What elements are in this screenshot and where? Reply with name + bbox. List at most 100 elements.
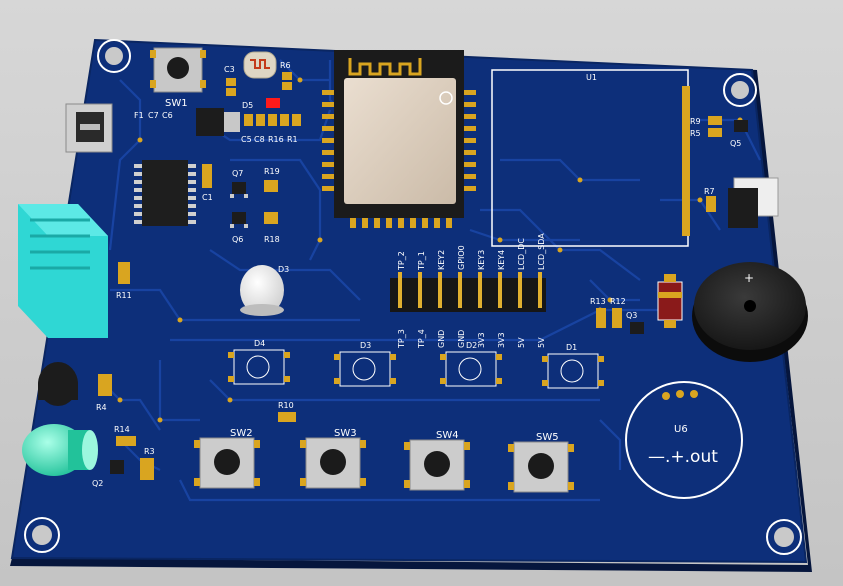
switch-sw5 (508, 441, 574, 493)
mounting-hole-bl (24, 517, 60, 553)
label-c8: C8 (254, 135, 265, 144)
label-sw5: SW5 (536, 432, 559, 443)
header-top-5: KEY3 (477, 250, 486, 270)
header-bottom-3: GND (437, 330, 446, 348)
buzzer (692, 262, 808, 362)
resistor-r3 (140, 458, 154, 480)
label-r16: R16 (268, 135, 284, 144)
switch-sw1 (150, 47, 206, 93)
label-r9: R9 (690, 117, 701, 126)
label-r14: R14 (114, 425, 130, 434)
header-top-1: TP_2 (397, 251, 406, 271)
label-q7: Q7 (232, 169, 243, 178)
resistor-r7 (706, 196, 716, 212)
header-top-2: TP_1 (417, 251, 426, 271)
resistors-r9-r5 (708, 116, 722, 137)
resistor-r10 (278, 412, 296, 422)
label-r18: R18 (264, 235, 280, 244)
mounting-hole-br (766, 519, 802, 555)
header-labels-top: TP_2 TP_1 KEY2 GPIO0 KEY3 KEY4 LCD_DC LC… (397, 233, 546, 271)
header-top-6: KEY4 (497, 250, 506, 270)
label-r10: R10 (278, 401, 294, 410)
led-green (22, 424, 98, 476)
transistor-q6 (230, 212, 248, 228)
label-d1: D1 (566, 343, 577, 352)
led-footprint-d2 (440, 351, 502, 387)
label-u6: U6 (674, 424, 688, 435)
switch-sw2 (194, 437, 260, 489)
led-white (240, 265, 284, 316)
label-c5: C5 (241, 135, 252, 144)
resistor-r19-r18 (264, 180, 278, 224)
ir-receiver-u6 (625, 381, 743, 499)
label-f1: F1 (134, 111, 144, 120)
transistor-q5 (734, 120, 748, 132)
label-r11: R11 (116, 291, 132, 300)
switch-sw3 (300, 437, 366, 489)
label-sw3: SW3 (334, 428, 357, 439)
label-r3: R3 (144, 447, 155, 456)
label-r6: R6 (280, 61, 291, 70)
cap-c1 (202, 164, 212, 188)
label-d3: D3 (360, 341, 371, 350)
label-d5: D5 (242, 101, 253, 110)
resistor-r14 (116, 436, 136, 446)
resistor-r4 (98, 374, 112, 396)
label-r19: R19 (264, 167, 280, 176)
label-u6-pins: —.+.out (648, 447, 718, 467)
mounting-holes (24, 39, 802, 555)
header-bottom-4: GND (457, 330, 466, 348)
header-top-4: GPIO0 (457, 245, 466, 270)
label-q6: Q6 (232, 235, 243, 244)
label-c7: C7 (148, 111, 159, 120)
transistor-q2 (110, 460, 124, 474)
label-r4: R4 (96, 403, 107, 412)
ic-soic (134, 160, 196, 226)
led-d5 (266, 98, 280, 108)
label-c3: C3 (224, 65, 235, 74)
label-q3: Q3 (626, 311, 637, 320)
mounting-hole-tl (97, 39, 131, 73)
label-c6: C6 (162, 111, 173, 120)
header-top-8: LCD_SDA (537, 233, 546, 270)
header-bottom-2: TP_4 (417, 329, 426, 349)
transistor-q3 (630, 322, 644, 334)
label-d2: D2 (466, 341, 477, 350)
label-sw1: SW1 (165, 98, 188, 109)
buzzer-plus-mark: + (744, 271, 754, 285)
mounting-hole-tr (723, 73, 757, 107)
resistors-r13-r12 (596, 308, 622, 328)
label-c1: C1 (202, 193, 213, 202)
label-sw2: SW2 (230, 428, 253, 439)
led-footprint-d1 (542, 353, 604, 389)
led-footprint-d3 (334, 351, 396, 387)
label-r13: R13 (590, 297, 606, 306)
label-u1: U1 (586, 73, 597, 82)
ir-sensor (728, 177, 779, 228)
usb-connector (65, 103, 113, 153)
header-bottom-6: 3V3 (497, 332, 506, 348)
voltage-regulator (196, 108, 240, 136)
pin-header (390, 272, 546, 312)
transistor-q7 (230, 182, 248, 198)
label-d4: D4 (254, 339, 265, 348)
header-bottom-8: 5V (537, 337, 546, 348)
label-r12: R12 (610, 297, 626, 306)
humidity-sensor (18, 204, 108, 338)
label-q5: Q5 (730, 139, 741, 148)
header-top-3: KEY2 (437, 250, 446, 270)
label-r5: R5 (690, 129, 701, 138)
lcd-display-u1 (491, 69, 690, 247)
label-sw4: SW4 (436, 430, 459, 441)
label-q2: Q2 (92, 479, 103, 488)
header-labels-bottom: TP_3 TP_4 GND GND 3V3 3V3 5V 5V (397, 329, 546, 349)
header-bottom-1: TP_3 (397, 329, 406, 349)
label-d3-top: D3 (278, 265, 289, 274)
header-bottom-5: 3V3 (477, 332, 486, 348)
temperature-sensor (38, 362, 78, 406)
smd-cluster-top (226, 72, 301, 126)
label-r1: R1 (287, 135, 298, 144)
label-r7: R7 (704, 187, 715, 196)
header-bottom-7: 5V (517, 337, 526, 348)
